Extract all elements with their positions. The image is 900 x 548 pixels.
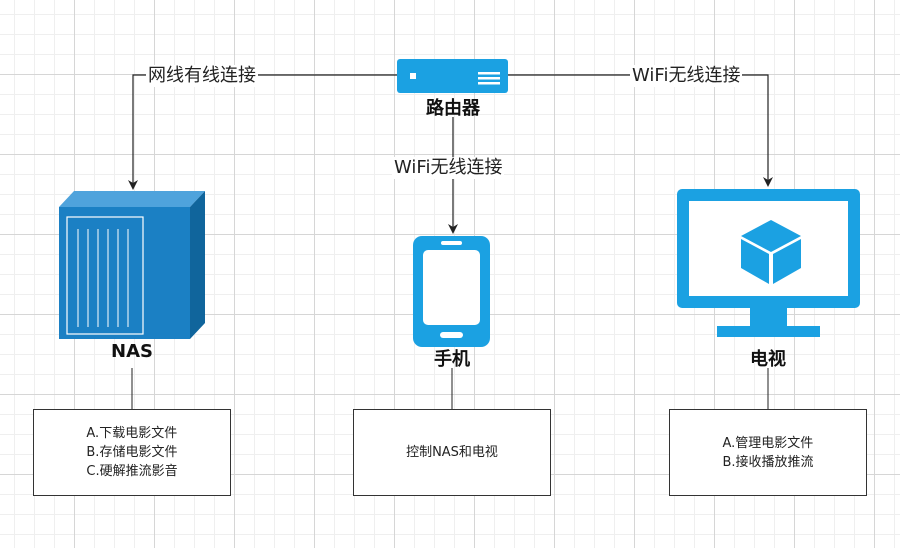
tv-note-box: A.管理电影文件 B.接收播放推流 xyxy=(669,409,867,496)
nas-note-box: A.下载电影文件 B.存储电影文件 C.硬解推流影音 xyxy=(33,409,231,496)
phone-icon xyxy=(413,236,490,347)
nas-note-line: C.硬解推流影音 xyxy=(86,464,178,479)
tv-note-line: A.管理电影文件 xyxy=(722,435,814,451)
router-label: 路由器 xyxy=(426,98,480,119)
nas-server-icon xyxy=(59,191,205,339)
edge-label-wifi-phone: WiFi无线连接 xyxy=(392,157,505,179)
edge-router-nas xyxy=(128,74,397,190)
tv-monitor-icon xyxy=(677,189,860,337)
edge-label-wifi-tv: WiFi无线连接 xyxy=(630,65,743,87)
phone-note-line: 控制NAS和电视 xyxy=(406,445,498,460)
router-icon xyxy=(397,59,508,93)
tv-note-line: B.接收播放推流 xyxy=(722,454,814,470)
phone-label: 手机 xyxy=(434,349,470,370)
nas-note-line: B.存储电影文件 xyxy=(86,445,178,460)
edge-label-wired: 网线有线连接 xyxy=(146,65,258,87)
phone-note-box: 控制NAS和电视 xyxy=(353,409,551,496)
edge-router-tv xyxy=(508,74,773,187)
tv-label: 电视 xyxy=(750,349,786,370)
nas-note-line: A.下载电影文件 xyxy=(86,426,178,441)
cube-icon xyxy=(741,220,801,284)
nas-label: NAS xyxy=(111,341,153,362)
